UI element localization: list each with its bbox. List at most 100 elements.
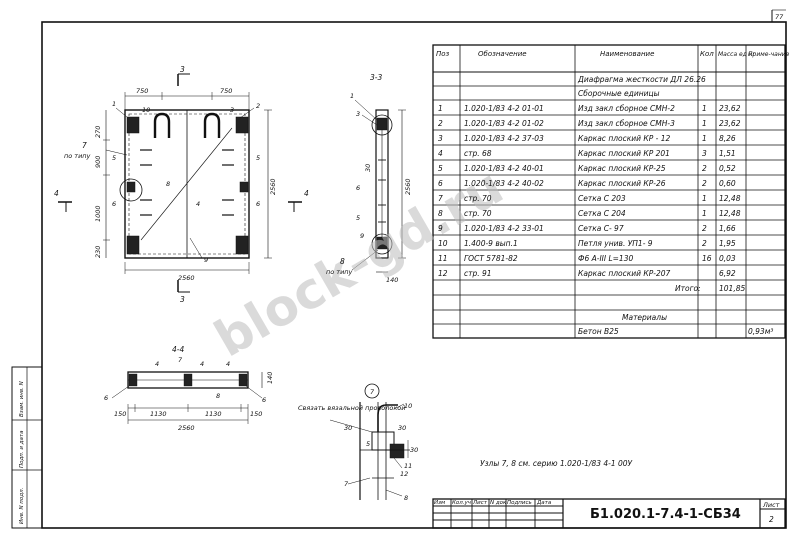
specification-table <box>432 44 786 339</box>
spec-row-qty: 3 <box>702 149 707 158</box>
section-44-label-8: 8 <box>216 392 220 400</box>
front-view <box>58 73 302 293</box>
spec-row-designation: 1.400-9 вып.1 <box>464 239 518 248</box>
stamp-izm: Изм <box>434 500 445 506</box>
section-44-dim-2560: 2560 <box>178 424 195 432</box>
spec-row-pos: 8 <box>438 209 443 218</box>
side-mark-left: 4 <box>54 189 59 198</box>
node-label-12: 12 <box>400 470 408 478</box>
section-44-dim-1130b: 1130 <box>205 410 222 418</box>
spec-row-name: Каркас плоский КР-207 <box>578 269 670 278</box>
spec-row-designation: 1.020-1/83 4-2 01-02 <box>464 119 544 128</box>
section-mark-top: 3 <box>180 65 185 74</box>
section-44-label-4a: 4 <box>155 360 159 368</box>
side-mark-right: 4 <box>304 189 309 198</box>
label-10: 10 <box>142 106 150 114</box>
label-2: 2 <box>256 102 260 110</box>
spec-row-qty: 1 <box>702 209 707 218</box>
spec-row-pos: 1 <box>438 104 443 113</box>
section-44-label-4c: 4 <box>226 360 230 368</box>
spec-row-name: Петля унив. УП1- 9 <box>578 239 653 248</box>
spec-row-designation: стр. 70 <box>464 209 492 218</box>
header-qty: Кол <box>700 50 714 58</box>
sheet-number: 2 <box>769 515 774 524</box>
header-mass: Масса ед кг <box>718 51 756 58</box>
spec-row-mass: 12,48 <box>719 194 741 203</box>
node-label-8: 8 <box>404 494 408 502</box>
spec-row-name: Изд закл сборное СМН-3 <box>578 119 675 128</box>
strip-podp: Подп. и дата <box>19 430 25 468</box>
label-3: 3 <box>230 106 234 114</box>
title-row: Диафрагма жесткости ДЛ 26.26 <box>577 75 706 84</box>
spec-row-name: Сетка С- 97 <box>578 224 624 233</box>
spec-row-name: Каркас плоский КР-26 <box>578 179 666 188</box>
spec-row-designation: 1.020-1/83 4-2 40-01 <box>464 164 544 173</box>
spec-row-pos: 12 <box>438 269 448 278</box>
sheet-label: Лист <box>762 501 780 509</box>
label-6-right: 6 <box>256 200 260 208</box>
node-dim-30a: 30 <box>344 424 352 432</box>
sheet-frame <box>41 21 787 529</box>
spec-row-qty: 2 <box>702 224 707 233</box>
section-33-dim-140: 140 <box>386 276 398 284</box>
label-8: 8 <box>166 180 170 188</box>
label-6-left: 6 <box>112 200 116 208</box>
label-5-left: 5 <box>112 154 116 162</box>
title-block <box>432 498 786 529</box>
section-33-label-3: 3 <box>356 110 360 118</box>
spec-row-designation: ГОСТ 5781-82 <box>464 254 518 263</box>
dim-2560-bottom: 2560 <box>178 274 195 282</box>
spec-row-mass: 1,95 <box>719 239 736 248</box>
stamp-list: Лист <box>472 500 488 506</box>
spec-row-name: Сетка С 204 <box>578 209 626 218</box>
spec-row-pos: 4 <box>438 149 443 158</box>
spec-row-qty: 2 <box>702 179 707 188</box>
spec-row-designation: 1.020-1/83 4-2 37-03 <box>464 134 544 143</box>
spec-row-designation: 1.020-1/83 4-2 33-01 <box>464 224 544 233</box>
node-label-7: 7 <box>344 480 349 488</box>
spec-row-mass: 12,48 <box>719 209 741 218</box>
spec-row-mass: 8,26 <box>719 134 736 143</box>
section-33-po-tipu: по типу <box>326 268 353 276</box>
section-row: Сборочные единицы <box>578 89 660 98</box>
stamp-ndok: N док <box>490 500 507 506</box>
spec-row-qty: 16 <box>702 254 712 263</box>
section-33-label-8: 8 <box>340 257 345 266</box>
stamp-kol: Кол.уч <box>452 500 472 506</box>
spec-row-mass: 23,62 <box>719 119 741 128</box>
label-9: 9 <box>204 256 208 264</box>
dim-2560-side: 2560 <box>269 178 277 195</box>
total-value: 101,85 <box>719 284 745 293</box>
section-mark-bottom: 3 <box>180 295 185 304</box>
page-number: 77 <box>775 13 784 21</box>
materials-label: Материалы <box>622 313 667 322</box>
header-note: Приме-чание <box>748 51 790 58</box>
section-44-label-6b: 6 <box>262 396 266 404</box>
spec-row-name: Ф6 А-III L=130 <box>578 254 633 263</box>
label-1: 1 <box>112 100 116 108</box>
spec-row-qty: 1 <box>702 134 707 143</box>
concrete-name: Бетон В25 <box>578 327 619 336</box>
node-dim-30c: 30 <box>410 446 418 454</box>
spec-row-name: Каркас плоский КР - 12 <box>578 134 670 143</box>
spec-row-name: Каркас плоский КР 201 <box>578 149 670 158</box>
spec-row-designation: стр. 68 <box>464 149 492 158</box>
node-label-10: 10 <box>404 402 412 410</box>
node-dim-5: 5 <box>366 440 370 448</box>
section-44-title: 4-4 <box>172 345 184 354</box>
dim-270: 270 <box>94 126 102 138</box>
spec-row-qty: 1 <box>702 194 707 203</box>
spec-row-qty: 2 <box>702 164 707 173</box>
spec-row-mass: 0,60 <box>719 179 736 188</box>
spec-row-pos: 9 <box>438 224 443 233</box>
header-designation: Обозначение <box>478 50 527 58</box>
dim-900: 900 <box>94 156 102 168</box>
spec-row-mass: 1,51 <box>719 149 736 158</box>
spec-row-designation: стр. 70 <box>464 194 492 203</box>
spec-row-pos: 11 <box>438 254 448 263</box>
spec-row-name: Сетка С 203 <box>578 194 626 203</box>
spec-row-designation: 1.020-1/83 4-2 01-01 <box>464 104 544 113</box>
node-detail <box>329 383 410 500</box>
spec-row-pos: 7 <box>438 194 443 203</box>
section-44-dim-140: 140 <box>266 372 274 384</box>
